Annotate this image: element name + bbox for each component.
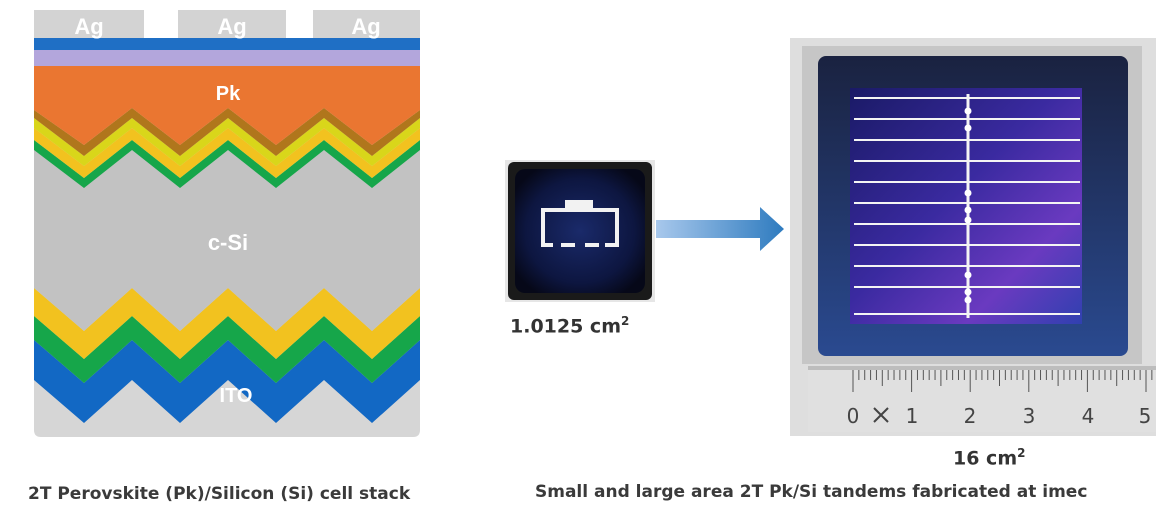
lime-layer — [34, 118, 420, 166]
lower-green-layer — [34, 316, 420, 383]
ruler-tick-label: 4 — [1082, 404, 1095, 428]
ag-contact — [178, 10, 286, 38]
upper-green-layer — [34, 140, 420, 188]
small-cell-photo — [505, 160, 655, 302]
ag-contact — [313, 10, 420, 38]
small-area-exponent: 2 — [621, 314, 630, 328]
upper-yellow-layer — [34, 128, 420, 178]
small-cell-area-label: 1.0125 cm2 — [510, 314, 629, 337]
large-cell-area-label: 16 cm2 — [953, 446, 1025, 469]
lilac-layer — [34, 50, 420, 66]
large-cell-photo: 0 1 2 3 4 5 — [790, 38, 1156, 436]
ruler-tick-label: 0 — [847, 404, 860, 428]
ito-label: ITO — [220, 385, 253, 407]
brown-layer — [34, 108, 420, 156]
ruler-tick-label: 3 — [1023, 404, 1036, 428]
large-area-value: 16 cm — [953, 447, 1018, 470]
left-caption: 2T Perovskite (Pk)/Silicon (Si) cell sta… — [28, 484, 411, 504]
ag-label: Ag — [351, 14, 380, 39]
cell-stack-diagram: Ag Ag Ag Pk c-Si ITO — [0, 0, 440, 450]
top-blue-layer — [34, 38, 420, 50]
large-area-exponent: 2 — [1017, 446, 1026, 460]
arrow-icon — [656, 205, 786, 253]
ag-contact — [34, 10, 144, 38]
ag-label: Ag — [217, 14, 246, 39]
ruler-tick-label: 1 — [906, 404, 919, 428]
ruler-x-mark-icon — [873, 407, 889, 423]
perovskite-layer — [34, 66, 420, 145]
right-caption: Small and large area 2T Pk/Si tandems fa… — [535, 482, 1088, 502]
ruler-tick-label: 5 — [1139, 404, 1152, 428]
csi-label: c-Si — [208, 230, 248, 255]
lower-yellow-layer — [34, 288, 420, 359]
ruler: 0 1 2 3 4 5 — [808, 366, 1156, 432]
ruler-tick-label: 2 — [964, 404, 977, 428]
ag-label: Ag — [74, 14, 103, 39]
pk-label: Pk — [216, 83, 241, 105]
ito-layer — [34, 340, 420, 423]
cell-stack-svg: Ag Ag Ag Pk c-Si ITO — [34, 10, 420, 437]
small-area-value: 1.0125 cm — [510, 315, 621, 338]
silicon-layer — [34, 148, 420, 331]
